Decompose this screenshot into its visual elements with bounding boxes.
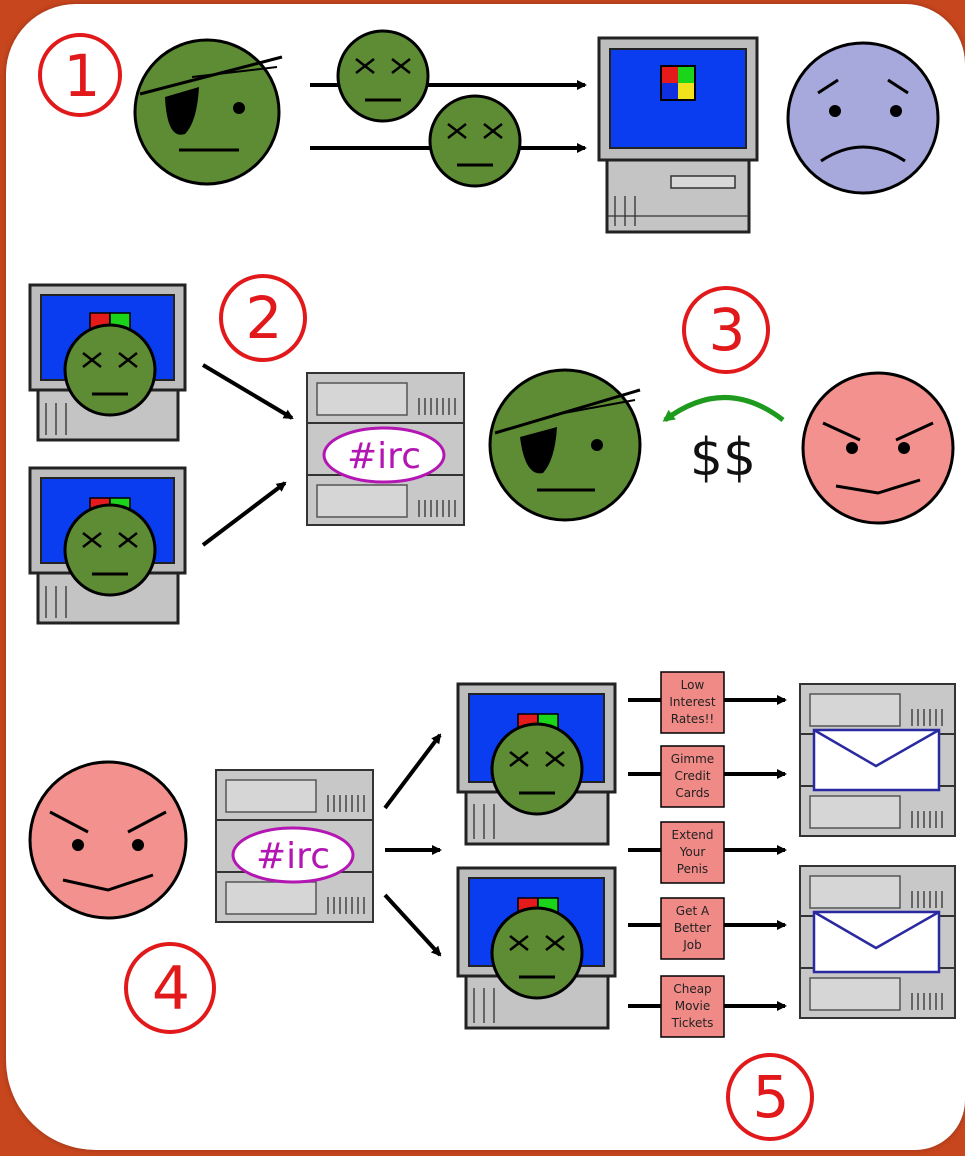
payment-label: $$: [690, 428, 756, 488]
step-4: 4: [124, 942, 216, 1034]
step-4-label: 4: [152, 954, 190, 1024]
spam-text: Penis: [677, 862, 708, 876]
client-face-2: [28, 760, 188, 920]
zombies-to-irc-arrows: [201, 363, 294, 547]
spam-text: Interest: [669, 695, 716, 709]
step-3-label: 3: [709, 296, 746, 364]
mail-server-1: [799, 683, 956, 837]
spam-text: Cheap: [673, 982, 711, 996]
spam-text: Credit: [674, 769, 710, 783]
step-5-label: 5: [753, 1063, 790, 1131]
spam-text: Rates!!: [671, 712, 714, 726]
envelope-icon: [812, 728, 941, 792]
victim-face: [786, 41, 940, 195]
spam-text: Extend: [672, 828, 714, 842]
irc-server-1: #irc: [306, 372, 465, 526]
infected-computer-1: [28, 283, 187, 442]
infected-computer-4: [456, 866, 617, 1030]
hacker-face: [133, 38, 283, 186]
step-1: 1: [38, 33, 122, 117]
irc-to-zombies-arrows: [383, 733, 442, 957]
spam-text: Get A: [676, 904, 710, 918]
infected-computer-2: [28, 466, 187, 625]
mail-server-2: [799, 865, 956, 1019]
step-1-label: 1: [64, 42, 101, 110]
step-2: 2: [219, 274, 307, 362]
spam-text: Movie: [675, 999, 711, 1013]
spam-text: Cards: [675, 786, 709, 800]
zombie-face-b: [428, 94, 522, 188]
infected-computer-3: [456, 682, 617, 846]
spam-text: Better: [674, 921, 711, 935]
spam-text: Tickets: [671, 1016, 714, 1030]
step-3: 3: [682, 286, 770, 374]
zombie-face-a: [336, 29, 430, 123]
payment-arrow: [662, 395, 785, 423]
step-2-label: 2: [246, 284, 283, 352]
client-face-1: [801, 371, 955, 525]
windows-logo-icon: [660, 65, 696, 101]
spam-text: Job: [682, 938, 702, 952]
victim-computer: [597, 36, 759, 234]
step-5: 5: [726, 1053, 814, 1141]
irc-label-2: #irc: [256, 836, 330, 877]
spam-text: Your: [679, 845, 706, 859]
spam-text: Gimme: [671, 752, 714, 766]
irc-label-1: #irc: [347, 436, 421, 477]
spam-text: Low: [681, 678, 705, 692]
irc-server-2: #irc: [215, 769, 374, 923]
envelope-icon: [812, 910, 941, 974]
hacker-face-2: [488, 368, 642, 522]
